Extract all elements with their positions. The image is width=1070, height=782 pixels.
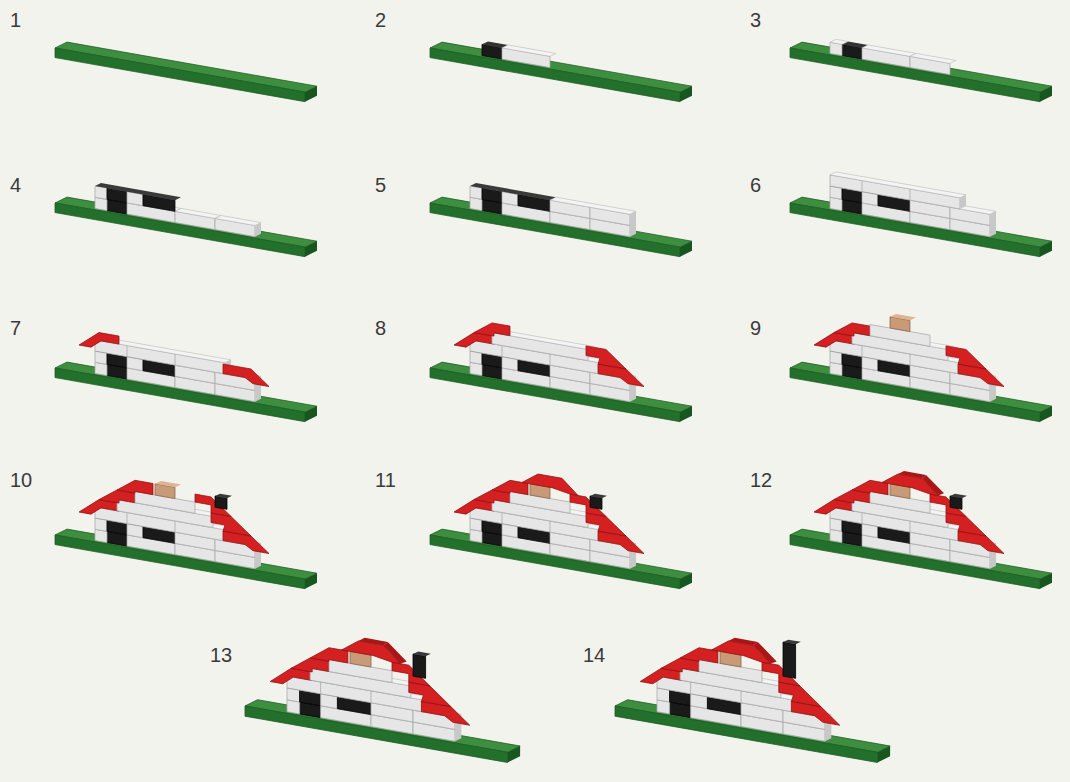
- step-number: 2: [375, 10, 386, 30]
- step-number: 1: [10, 10, 21, 30]
- step-number: 13: [210, 645, 232, 665]
- step-number: 10: [10, 470, 32, 490]
- step-model: [430, 455, 692, 591]
- step-model: [430, 175, 692, 259]
- step-number: 12: [750, 470, 772, 490]
- step-model: [55, 462, 317, 591]
- step-model: [790, 451, 1052, 591]
- step-model: [790, 164, 1052, 259]
- step-number: 4: [10, 175, 21, 195]
- step-number: 11: [375, 470, 396, 490]
- step-model: [430, 31, 692, 104]
- step-number: 8: [375, 318, 386, 338]
- step-number: 14: [583, 645, 605, 665]
- step-model: [245, 617, 520, 765]
- step-model: [790, 31, 1052, 104]
- step-model: [55, 175, 317, 259]
- step-model: [430, 312, 692, 424]
- step-number: 9: [750, 318, 761, 338]
- step-model: [55, 325, 317, 424]
- step-number: 5: [375, 175, 386, 195]
- step-number: 3: [750, 10, 761, 30]
- step-model: [790, 295, 1052, 424]
- step-number: 7: [10, 318, 21, 338]
- step-model: [615, 609, 890, 765]
- step-number: 6: [750, 175, 761, 195]
- step-model: [55, 40, 317, 104]
